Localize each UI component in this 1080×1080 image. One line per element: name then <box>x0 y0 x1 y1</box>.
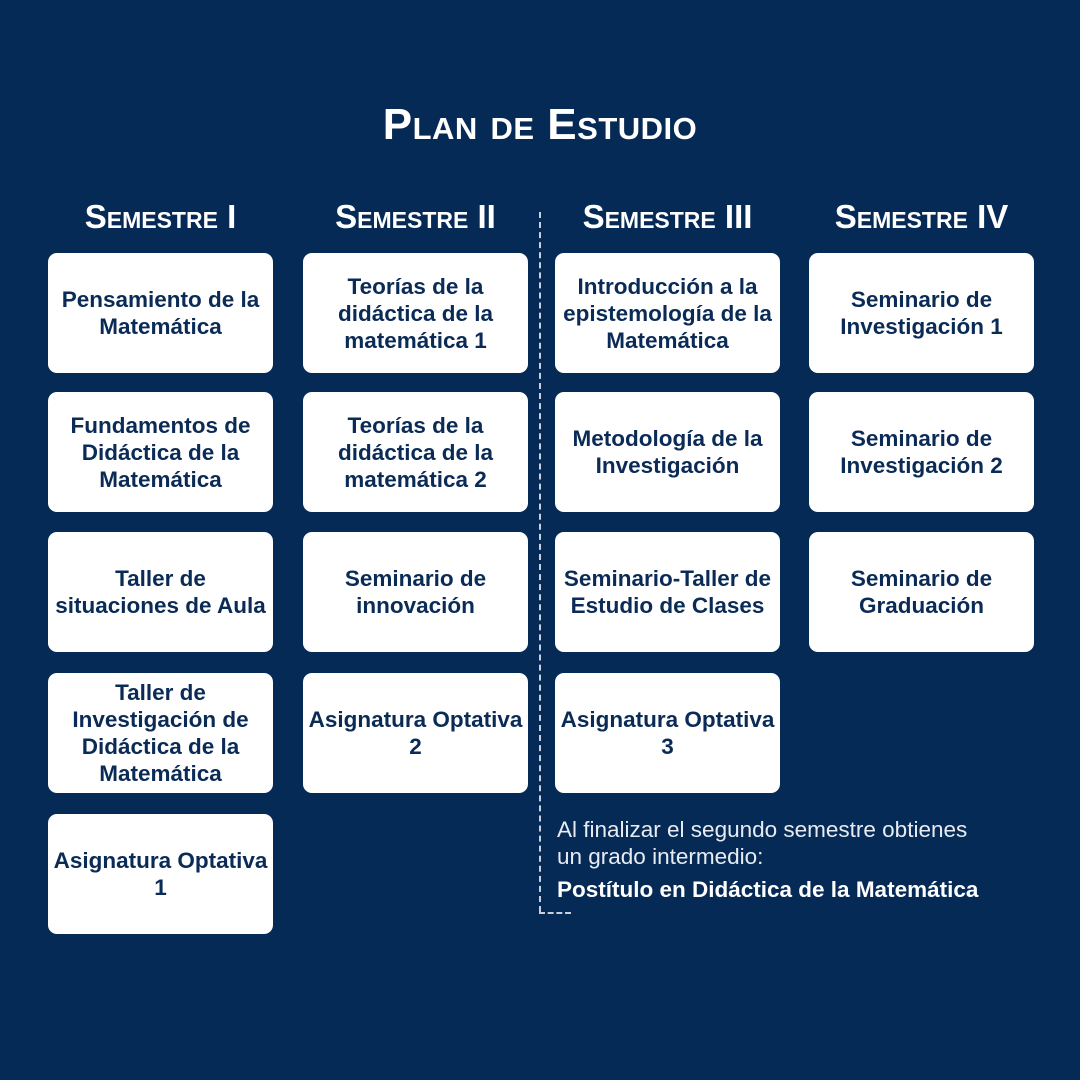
course-card: Taller de situaciones de Aula <box>48 532 273 652</box>
course-card: Fundamentos de Didáctica de la Matemátic… <box>48 392 273 512</box>
course-card: Asignatura Optativa 2 <box>303 673 528 793</box>
semester-header: Semestre II <box>335 198 496 235</box>
semester-header: Semestre III <box>582 198 753 235</box>
course-card: Teorías de la didáctica de la matemática… <box>303 253 528 373</box>
course-card: Asignatura Optativa 3 <box>555 673 780 793</box>
course-card: Introducción a la epistemología de la Ma… <box>555 253 780 373</box>
note-text: Al finalizar el segundo semestre obtiene… <box>557 817 968 869</box>
degree-name: Postítulo en Didáctica de la Matemática <box>557 877 979 902</box>
course-card: Asignatura Optativa 1 <box>48 814 273 934</box>
divider-dashed-horizontal <box>539 912 571 914</box>
semester-header: Semestre IV <box>834 198 1009 235</box>
course-card: Taller de Investigación de Didáctica de … <box>48 673 273 793</box>
course-card: Seminario de Graduación <box>809 532 1034 652</box>
page-title: Plan de Estudio <box>382 100 698 149</box>
course-card: Teorías de la didáctica de la matemática… <box>303 392 528 512</box>
course-card: Seminario de Investigación 1 <box>809 253 1034 373</box>
intermediate-degree-note: Al finalizar el segundo semestre obtiene… <box>557 816 987 903</box>
course-card: Seminario-Taller de Estudio de Clases <box>555 532 780 652</box>
course-card: Pensamiento de la Matemática <box>48 253 273 373</box>
course-card: Seminario de innovación <box>303 532 528 652</box>
course-card: Metodología de la Investigación <box>555 392 780 512</box>
course-card: Seminario de Investigación 2 <box>809 392 1034 512</box>
divider-dashed-vertical <box>539 212 541 912</box>
semester-header: Semestre I <box>84 198 237 235</box>
